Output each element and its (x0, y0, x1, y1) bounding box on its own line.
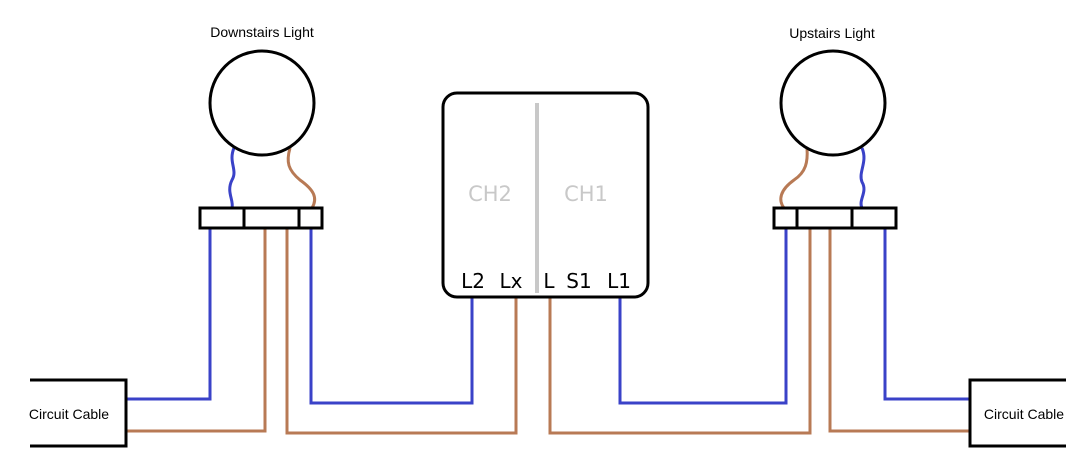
upstairs-bulb (779, 49, 887, 157)
terminal-l1-label: L1 (607, 269, 631, 293)
terminal-l-label: L (543, 269, 555, 293)
right-cable-label: Circuit Cable (984, 406, 1064, 422)
channel-ch1-label: CH1 (564, 182, 608, 206)
upstairs-flex-blue (859, 147, 866, 209)
right-cable-live (828, 228, 970, 433)
downstairs-flex-blue (228, 147, 236, 209)
terminal-lx-label: Lx (500, 269, 523, 293)
l-to-upstairs (548, 228, 812, 435)
terminal-s1-label: S1 (566, 269, 591, 293)
upstairs-terminal-block (772, 206, 898, 230)
switch-module: CH2 CH1 L2 Lx L S1 L1 (441, 91, 650, 299)
upstairs-light: Upstairs Light (779, 25, 887, 157)
upstairs-flex-brown (779, 147, 809, 209)
left-cable-label: Circuit Cable (29, 406, 109, 422)
right-circuit-cable: Circuit Cable (968, 378, 1066, 448)
downstairs-to-l2 (309, 228, 474, 405)
downstairs-light-label: Downstairs Light (210, 24, 314, 40)
upstairs-light-label: Upstairs Light (789, 25, 875, 41)
left-cable-live (126, 228, 267, 433)
left-cable-neutral (126, 228, 212, 401)
switch-body (441, 91, 650, 299)
wires (126, 147, 970, 435)
right-cable-neutral (883, 228, 970, 401)
l1-to-upstairs (618, 228, 788, 405)
downstairs-terminal-block (198, 206, 324, 230)
downstairs-to-lx (285, 228, 518, 435)
downstairs-flex-brown (286, 147, 317, 209)
downstairs-bulb (208, 49, 316, 157)
channel-ch2-label: CH2 (468, 182, 512, 206)
left-circuit-cable: Circuit Cable (29, 378, 128, 448)
terminal-l2-label: L2 (461, 269, 485, 293)
downstairs-light: Downstairs Light (208, 24, 316, 157)
